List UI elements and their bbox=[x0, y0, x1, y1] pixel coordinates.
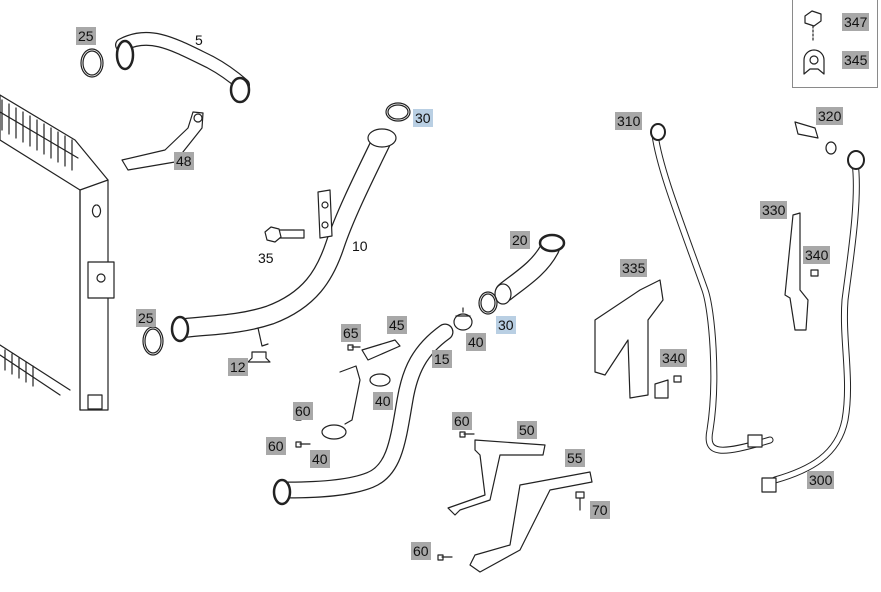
label-345[interactable]: 345 bbox=[842, 51, 870, 69]
part-48-bracket bbox=[121, 111, 204, 171]
label-70[interactable]: 70 bbox=[590, 501, 610, 519]
label-330[interactable]: 330 bbox=[760, 201, 788, 219]
label-340-a[interactable]: 340 bbox=[660, 349, 688, 367]
label-65[interactable]: 65 bbox=[341, 324, 361, 342]
part-15-pipe bbox=[272, 323, 454, 506]
label-45[interactable]: 45 bbox=[387, 316, 407, 334]
label-60-d[interactable]: 60 bbox=[411, 542, 431, 560]
label-12[interactable]: 12 bbox=[228, 358, 248, 376]
radiator bbox=[0, 94, 115, 411]
label-347[interactable]: 347 bbox=[842, 13, 870, 31]
part-25-ring bbox=[80, 48, 104, 78]
part-30-lower-ring bbox=[478, 291, 498, 315]
label-30-top[interactable]: 30 bbox=[413, 109, 433, 127]
label-50[interactable]: 50 bbox=[517, 421, 537, 439]
label-60-c[interactable]: 60 bbox=[452, 412, 472, 430]
label-340-b[interactable]: 340 bbox=[803, 246, 831, 264]
part-10-pipe bbox=[170, 128, 397, 347]
part-310-tube bbox=[650, 123, 774, 454]
label-35[interactable]: 35 bbox=[258, 250, 274, 266]
label-15[interactable]: 15 bbox=[432, 350, 452, 368]
label-40-housing[interactable]: 40 bbox=[466, 333, 486, 351]
legend-icons bbox=[803, 10, 825, 75]
label-10[interactable]: 10 bbox=[352, 238, 368, 254]
label-40-clamp[interactable]: 40 bbox=[373, 392, 393, 410]
label-60-a[interactable]: 60 bbox=[293, 402, 313, 420]
label-25[interactable]: 25 bbox=[76, 27, 96, 45]
label-40-lower-clamp[interactable]: 40 bbox=[310, 450, 330, 468]
clamp-brackets bbox=[295, 339, 401, 448]
part-35-bolt bbox=[264, 226, 305, 243]
label-335[interactable]: 335 bbox=[620, 259, 648, 277]
part-330-bracket bbox=[784, 212, 809, 331]
label-55[interactable]: 55 bbox=[565, 449, 585, 467]
part-320-fitting bbox=[794, 121, 837, 155]
part-20-hose bbox=[494, 233, 566, 305]
label-60-b[interactable]: 60 bbox=[266, 437, 286, 455]
label-20[interactable]: 20 bbox=[510, 231, 530, 249]
part-40-housing bbox=[453, 307, 473, 331]
label-320[interactable]: 320 bbox=[816, 107, 844, 125]
label-48[interactable]: 48 bbox=[174, 152, 194, 170]
label-5[interactable]: 5 bbox=[195, 32, 203, 48]
part-335-bracket bbox=[594, 279, 664, 399]
label-30-lower[interactable]: 30 bbox=[496, 316, 516, 334]
part-12-grommet bbox=[247, 351, 271, 363]
part-30-ring bbox=[385, 102, 411, 122]
part-25-lower-ring bbox=[142, 326, 164, 356]
label-310[interactable]: 310 bbox=[615, 112, 643, 130]
part-300-tube bbox=[761, 150, 865, 493]
legend-box bbox=[792, 0, 878, 88]
label-300[interactable]: 300 bbox=[807, 471, 835, 489]
label-25-lower[interactable]: 25 bbox=[136, 309, 156, 327]
part-5-hose bbox=[115, 31, 251, 104]
parts-50-55-brackets bbox=[437, 431, 593, 573]
